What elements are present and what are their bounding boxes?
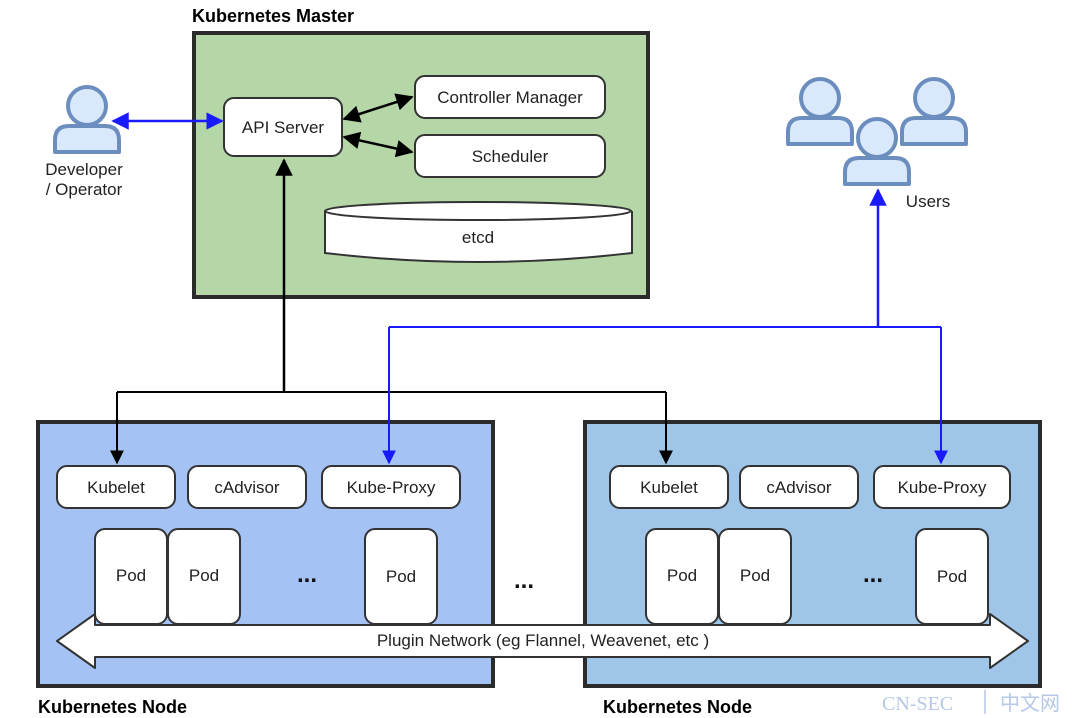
node-2-kubelet-label: Kubelet [640, 478, 698, 497]
controller-manager-label: Controller Manager [437, 88, 583, 107]
node-1-title: Kubernetes Node [38, 697, 187, 717]
node-1-ellipsis: ... [297, 561, 317, 588]
scheduler-box [414, 134, 606, 178]
kubernetes-node-1: Kubernetes Node Kubelet cAdvisor Kube-Pr… [36, 420, 495, 717]
api-controller-arrow [342, 93, 414, 123]
watermark-right: 中文网 [1000, 692, 1060, 715]
node-1-cadvisor-box [187, 465, 307, 509]
node-2-pod-1-label: Pod [667, 566, 697, 585]
node-2-kube-proxy-box [873, 465, 1011, 509]
node-2-cadvisor-box [739, 465, 859, 509]
node-2-title: Kubernetes Node [603, 697, 752, 717]
node-2-pod-3-label: Pod [937, 567, 967, 586]
users-label: Users [906, 192, 950, 211]
api-server-box [223, 97, 343, 157]
node-2-cadvisor-label: cAdvisor [766, 478, 832, 497]
developer-icon [53, 85, 121, 154]
kubernetes-node-2: Kubernetes Node Kubelet cAdvisor Kube-Pr… [583, 420, 1042, 717]
node-2-pod-2-label: Pod [740, 566, 770, 585]
etcd-cylinder [324, 201, 633, 263]
node-1-pod-3-label: Pod [386, 567, 416, 586]
plugin-network-arrow [56, 613, 1029, 669]
api-scheduler-arrow [342, 131, 414, 158]
developer-label-line1: Developer [45, 160, 123, 179]
node-1-cadvisor-label: cAdvisor [214, 478, 280, 497]
scheduler-label: Scheduler [472, 147, 549, 166]
node-1-kube-proxy-box [321, 465, 461, 509]
watermark-left: CN-SEC [882, 693, 953, 715]
between-nodes-ellipsis: ... [514, 567, 534, 594]
node-1-pod-2-label: Pod [189, 566, 219, 585]
node-2-kubelet-box [609, 465, 729, 509]
master-title: Kubernetes Master [192, 6, 354, 26]
users-icon [786, 77, 968, 186]
node-1-kubelet-box [56, 465, 176, 509]
node-1-pod-1-label: Pod [116, 566, 146, 585]
developer-label-line2: / Operator [46, 180, 123, 199]
controller-manager-box [414, 75, 606, 119]
node-1-kube-proxy-label: Kube-Proxy [347, 478, 436, 497]
plugin-network-label: Plugin Network (eg Flannel, Weavenet, et… [377, 631, 709, 650]
api-kubelet-connector [110, 158, 673, 465]
users-proxy-connector [382, 188, 948, 465]
api-server-label: API Server [242, 118, 325, 137]
kubernetes-master: Kubernetes Master API Server Controller … [192, 6, 650, 299]
etcd-label: etcd [462, 228, 494, 247]
node-2-ellipsis: ... [863, 561, 883, 588]
node-1-kubelet-label: Kubelet [87, 478, 145, 497]
node-2-kube-proxy-label: Kube-Proxy [898, 478, 987, 497]
